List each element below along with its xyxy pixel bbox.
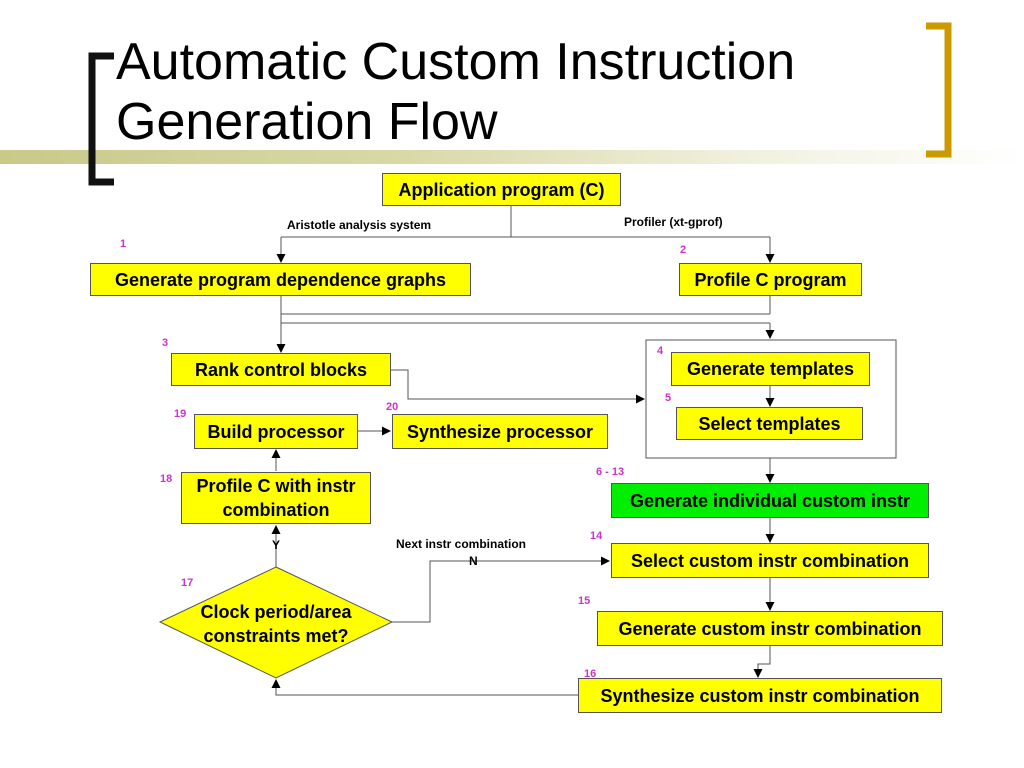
edge-label-profiler: Profiler (xt-gprof) xyxy=(624,215,723,229)
node-generate-templates: Generate templates xyxy=(671,352,870,386)
node-profile-c-program: Profile C program xyxy=(679,263,862,296)
node-select-templates: Select templates xyxy=(676,407,863,440)
edge-label-aristotle: Aristotle analysis system xyxy=(287,218,432,232)
decision-diamond xyxy=(158,566,394,679)
step-number-17: 17 xyxy=(181,577,194,589)
edge-label-no: N xyxy=(469,554,478,568)
node-application-program: Application program (C) xyxy=(382,173,621,206)
step-number-14: 14 xyxy=(590,530,603,542)
step-number-19: 19 xyxy=(174,408,187,420)
node-build-processor: Build processor xyxy=(194,414,358,449)
left-bracket xyxy=(88,52,114,186)
node-generate-pdg: Generate program dependence graphs xyxy=(90,263,471,296)
node-synthesize-processor: Synthesize processor xyxy=(392,414,608,449)
title-underline-bar xyxy=(0,150,1024,164)
node-generate-individual-custom-instr: Generate individual custom instr xyxy=(611,483,929,518)
right-bracket xyxy=(926,22,952,158)
step-number-16: 16 xyxy=(584,668,597,680)
edge-label-yes: Y xyxy=(272,538,281,552)
step-number-5: 5 xyxy=(665,392,672,404)
step-number-3: 3 xyxy=(162,337,169,349)
step-number-20: 20 xyxy=(386,401,399,413)
edge-label-next-instr: Next instr combination xyxy=(396,537,527,551)
step-number-18: 18 xyxy=(160,473,173,485)
node-rank-control-blocks: Rank control blocks xyxy=(171,353,391,386)
node-synthesize-custom-instr-combination: Synthesize custom instr combination xyxy=(578,678,942,713)
node-select-custom-instr-combination: Select custom instr combination xyxy=(611,543,929,578)
node-profile-c-with-instr: Profile C with instr combination xyxy=(181,472,371,524)
step-number-4: 4 xyxy=(657,345,664,357)
slide-title: Automatic Custom Instruction Generation … xyxy=(116,33,796,151)
decision-label: Clock period/area constraints met? xyxy=(200,602,352,646)
step-number-2: 2 xyxy=(680,244,687,256)
step-number-1: 1 xyxy=(120,238,127,250)
node-generate-custom-instr-combination: Generate custom instr combination xyxy=(597,611,943,646)
step-number-15: 15 xyxy=(578,595,591,607)
step-number-6-13: 6 - 13 xyxy=(596,466,625,478)
